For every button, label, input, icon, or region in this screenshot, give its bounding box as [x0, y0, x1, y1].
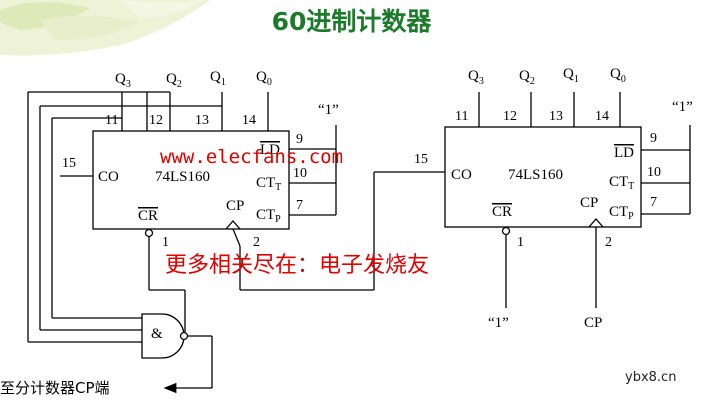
chip-2-part-number: 74LS160 — [508, 167, 563, 183]
chip-2-cp-input: CP — [584, 315, 602, 331]
chip-2-q2-label: Q2 — [519, 68, 535, 87]
output-note: 至分计数器CP端 — [0, 379, 110, 397]
chip-1-ctp-label: CTP — [256, 207, 281, 225]
chip-2-ld-label: LD — [614, 145, 634, 161]
chip-1 — [27, 91, 445, 394]
leaf-decoration — [0, 0, 703, 62]
chip-1-co-label: CO — [98, 169, 119, 185]
chip-1-pin-14: 14 — [242, 113, 256, 128]
chip-2-cp-label: CP — [580, 195, 598, 211]
chip-2-cr-input: “1” — [488, 315, 509, 331]
chip-1-ctt-label: CTT — [256, 175, 281, 193]
chip-1-q1-label: Q1 — [210, 69, 226, 88]
chip-1-q0-label: Q0 — [256, 69, 272, 88]
chip-2-ctp-label: CTP — [609, 204, 634, 222]
chip-2-pin-13: 13 — [549, 109, 563, 124]
chip-2-pin-1: 1 — [517, 235, 524, 250]
chip-1-cp-label: CP — [226, 198, 244, 214]
chip-2-pin-9: 9 — [650, 131, 657, 146]
chip-2-cr-label: CR — [492, 204, 512, 220]
chip-1-pin-12: 12 — [149, 113, 163, 128]
chip-1-ld-label: LD — [260, 142, 280, 158]
page-title: 60进制计数器 — [271, 7, 432, 36]
chip-1-pin-11: 11 — [105, 113, 118, 128]
watermark-text: 更多相关尽在：电子发烧友 — [165, 253, 429, 278]
chip-2-body — [444, 126, 642, 228]
chip-2-pin-2: 2 — [605, 235, 612, 250]
chip-2 — [444, 92, 691, 308]
and-gate-symbol: & — [151, 326, 163, 342]
and-gate — [141, 313, 189, 359]
site-mark: ybx8.cn — [625, 370, 676, 385]
chip-1-pin-9: 9 — [296, 132, 303, 147]
chip-1-part-number: 74LS160 — [155, 169, 210, 185]
chip-1-cr-label: CR — [138, 208, 158, 224]
chip-2-co-label: CO — [451, 167, 472, 183]
chip-2-pin-15: 15 — [414, 152, 428, 167]
chip-1-body — [92, 130, 290, 230]
chip-1-pin-1: 1 — [162, 235, 169, 250]
chip-1-pin-13: 13 — [195, 113, 209, 128]
chip-2-const-one: “1” — [672, 99, 693, 115]
chip-1-const-one: “1” — [318, 102, 339, 118]
chip-2-q1-label: Q1 — [563, 66, 579, 85]
chip-2-pin-7: 7 — [650, 195, 657, 210]
chip-1-pin-15: 15 — [62, 156, 76, 171]
chip-1-pin-10: 10 — [293, 166, 307, 181]
chip-1-q3-label: Q3 — [115, 71, 131, 90]
chip-1-pin-7: 7 — [296, 198, 303, 213]
chip-2-pin-12: 12 — [503, 109, 517, 124]
chip-2-q0-label: Q0 — [610, 66, 626, 85]
chip-1-pin-2: 2 — [253, 235, 260, 250]
chip-2-pin-10: 10 — [647, 165, 661, 180]
chip-2-pin-11: 11 — [455, 109, 468, 124]
chip-2-q3-label: Q3 — [468, 68, 484, 87]
watermark-url: www.elecfans.com — [160, 146, 343, 168]
chip-1-q2-label: Q2 — [166, 71, 182, 90]
chip-2-ctt-label: CTT — [609, 174, 634, 192]
chip-2-pin-14: 14 — [595, 109, 609, 124]
